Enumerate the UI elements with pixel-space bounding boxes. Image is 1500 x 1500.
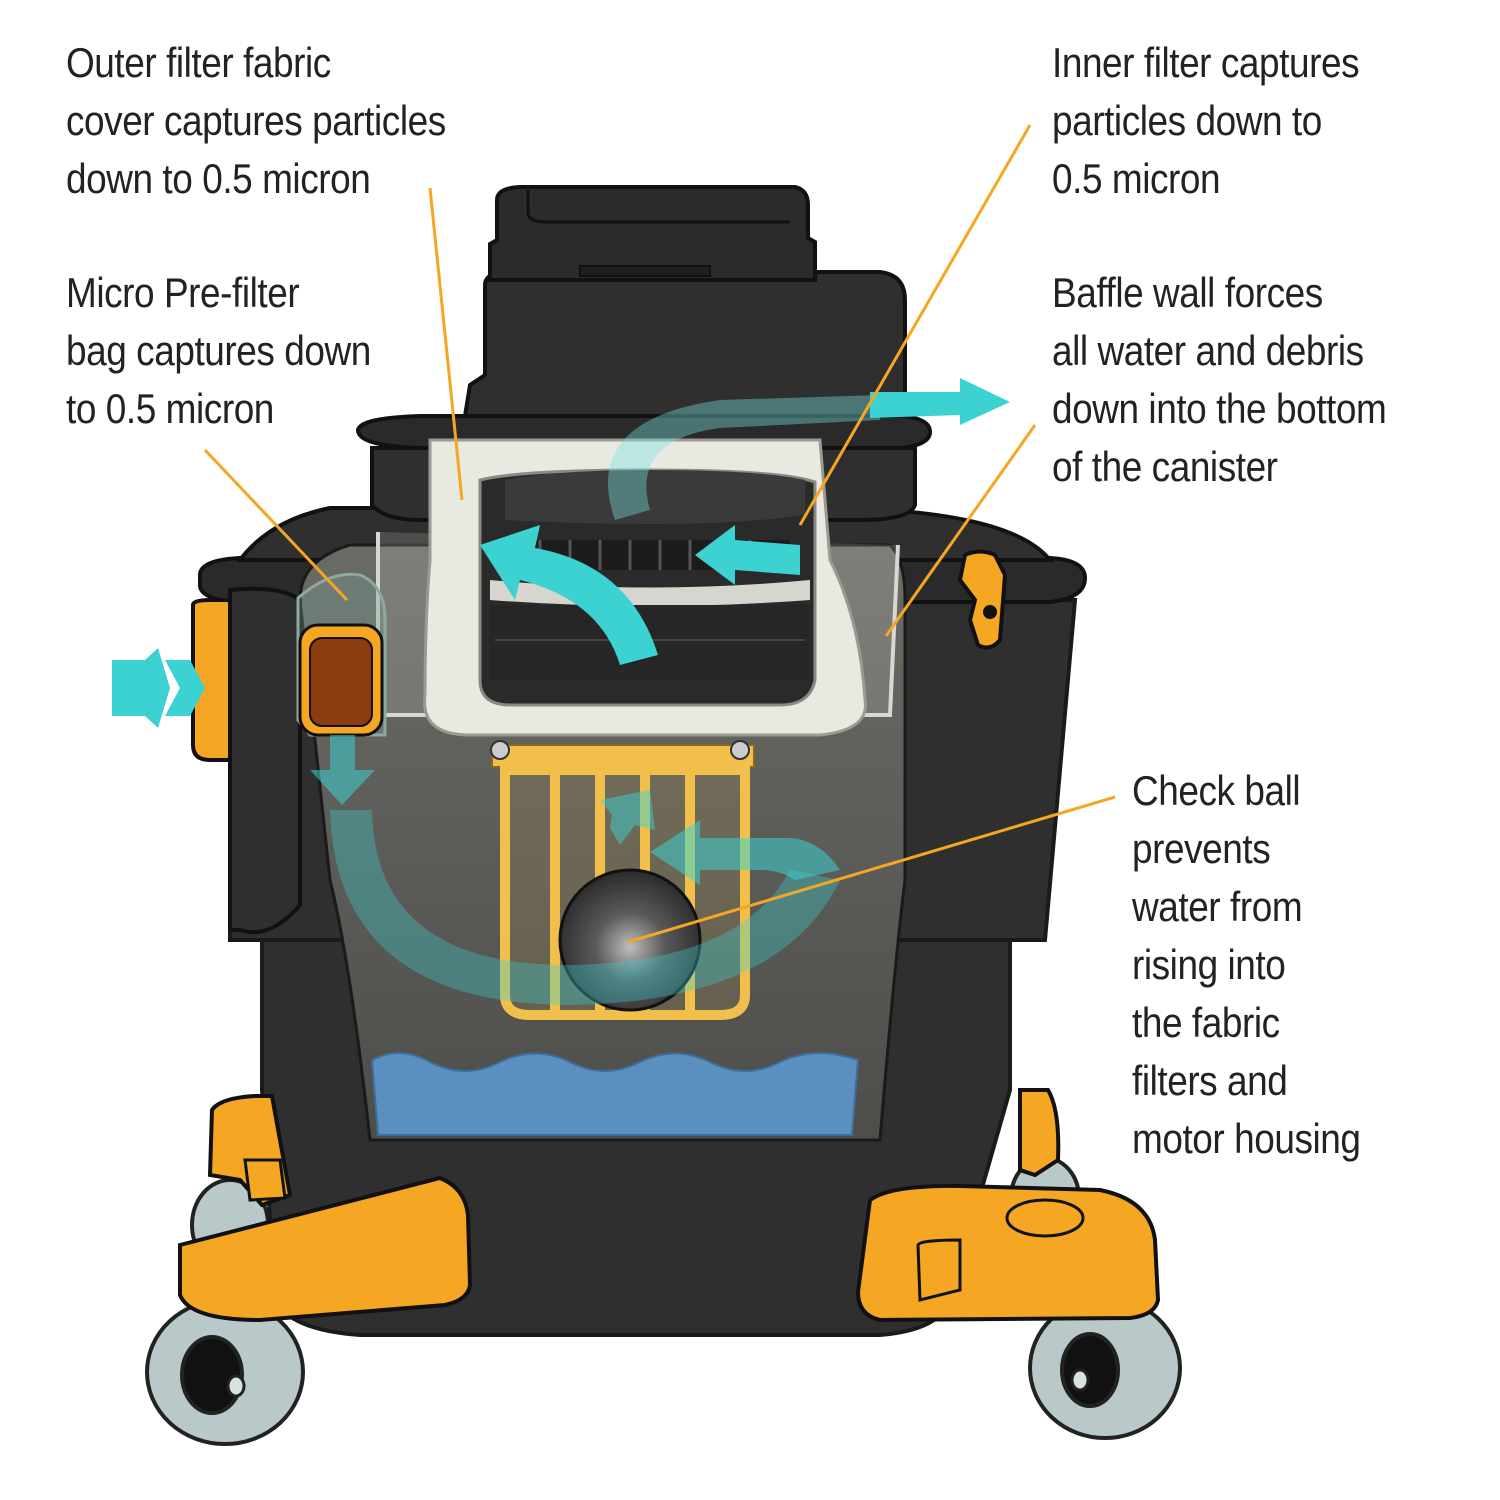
callout-micro-prefilter: Micro Pre-filter bag captures down to 0.… — [66, 264, 371, 438]
lid-latch — [957, 549, 1008, 650]
leader-baffle — [884, 424, 1037, 637]
callout-check-ball: Check ball prevents water from rising in… — [1132, 762, 1361, 1168]
callout-line: rising into — [1132, 941, 1286, 988]
inlet-port — [191, 586, 302, 935]
callout-line: of the canister — [1052, 443, 1278, 490]
collected-water — [370, 1052, 860, 1136]
callout-line: Check ball — [1132, 767, 1301, 814]
callout-line: Outer filter fabric — [66, 39, 331, 86]
airflow-arrows — [112, 378, 1010, 1005]
inlet-arrow-icon — [112, 648, 170, 728]
callout-line: water from — [1132, 883, 1303, 930]
callout-line: motor housing — [1132, 1115, 1361, 1162]
base-foot-right — [855, 1088, 1161, 1323]
callout-line: cover captures particles — [66, 97, 446, 144]
motor-housing — [462, 185, 907, 418]
micro-prefilter-bag — [296, 572, 387, 737]
leader-prefilter — [203, 448, 349, 602]
callout-line: down to 0.5 micron — [66, 155, 371, 202]
leader-outer-filter — [428, 187, 464, 501]
leader-inner-filter — [798, 124, 1032, 526]
callout-line: the fabric — [1132, 999, 1280, 1046]
callout-line: Baffle wall forces — [1052, 269, 1323, 316]
callout-leader-lines — [203, 124, 1116, 944]
leader-check-ball — [627, 795, 1116, 944]
callout-line: filters and — [1132, 1057, 1288, 1104]
callout-line: to 0.5 micron — [66, 385, 274, 432]
callout-line: bag captures down — [66, 327, 371, 374]
callout-line: particles down to — [1052, 97, 1322, 144]
callout-line: all water and debris — [1052, 327, 1364, 374]
callout-outer-filter: Outer filter fabric cover captures parti… — [66, 34, 446, 208]
caster-wheel-left — [145, 1298, 305, 1446]
callout-line: Inner filter captures — [1052, 39, 1360, 86]
callout-line: prevents — [1132, 825, 1271, 872]
callout-line: 0.5 micron — [1052, 155, 1221, 202]
exhaust-arrow-icon — [870, 378, 1010, 425]
callout-line: down into the bottom — [1052, 385, 1387, 432]
base-foot-left — [178, 1094, 473, 1323]
callout-baffle-wall: Baffle wall forces all water and debris … — [1052, 264, 1387, 496]
callout-line: Micro Pre-filter — [66, 269, 300, 316]
callout-inner-filter: Inner filter captures particles down to … — [1052, 34, 1360, 208]
